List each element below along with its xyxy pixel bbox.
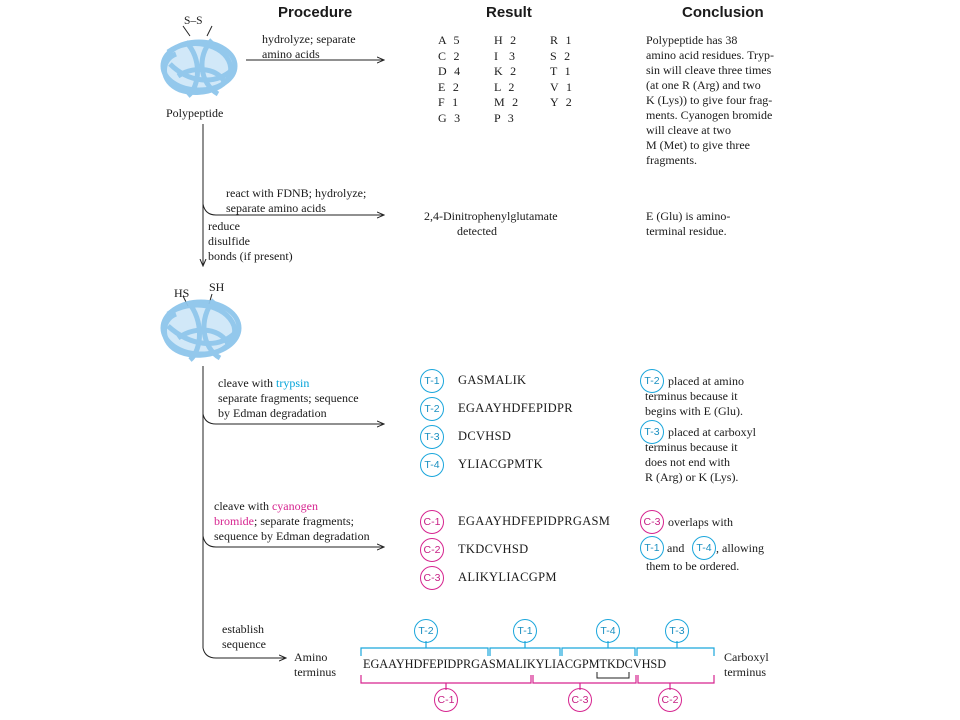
step4-conclusion-and: and (664, 541, 688, 555)
conclusion-badge-c3: C-3 (640, 510, 664, 534)
polypeptide-label: Polypeptide (166, 106, 224, 120)
composition-col3: R 1 S 2 T 1 V 1 Y 2 (550, 33, 573, 109)
fragment-t4: YLIACGPMTK (458, 457, 543, 471)
seq-badge-t1: T-1 (513, 619, 537, 643)
protein-bottom-shape (160, 298, 242, 362)
step4-procedure: cleave with cyanogen bromide; separate f… (214, 499, 370, 543)
step2-procedure: react with FDNB; hydrolyze; separate ami… (226, 186, 367, 215)
conclusion-badge-t1: T-1 (640, 536, 664, 560)
fragment-t3: DCVHSD (458, 429, 512, 443)
seq-badge-c3: C-3 (568, 688, 592, 712)
seq-badge-c1: C-1 (434, 688, 458, 712)
fragment-c3: ALIKYLIACGPM (458, 570, 557, 584)
step2-conclusion: E (Glu) is amino- terminal residue. (646, 209, 731, 238)
seq-badge-c2: C-2 (658, 688, 682, 712)
step1-procedure: hydrolyze; separate amino acids (262, 32, 356, 61)
seq-badge-t2: T-2 (414, 619, 438, 643)
final-sequence: EGAAYHDFEPIDPRGASMALIKYLIACGPMTKDCVHSD (363, 657, 667, 671)
step2-arrow (202, 203, 384, 215)
cyanogen-brackets (360, 675, 715, 690)
step4-conclusion-tail: , allowing (716, 541, 764, 555)
amino-terminus-label: Amino terminus (294, 650, 336, 679)
step3-conclusion1-first: placed at amino (665, 374, 744, 388)
trypsin-label: trypsin (275, 376, 310, 390)
procedure-header: Procedure (278, 4, 353, 21)
step4-arrow (202, 535, 384, 547)
fragment-c1: EGAAYHDFEPIDPRGASM (458, 514, 611, 528)
sh-label: SH (209, 280, 225, 294)
disulfide-label: S–S (184, 15, 203, 27)
badge-c2: C-2 (420, 538, 444, 562)
cyanogen-label: cyanogen (271, 499, 318, 513)
fragment-t2: EGAAYHDFEPIDPR (458, 401, 573, 415)
conclusion-badge-t4: T-4 (692, 536, 716, 560)
step1-conclusion: Polypeptide has 38 amino acid residues. … (646, 33, 774, 167)
bromide-label: bromide (214, 514, 254, 528)
seq-badge-t3: T-3 (665, 619, 689, 643)
fragment-t1: GASMALIK (458, 373, 527, 387)
hs-label: HS (174, 286, 190, 300)
badge-t4: T-4 (420, 453, 444, 477)
step5-arrow (202, 647, 286, 658)
composition-col2: H 2 I 3 K 2 L 2 M 2 P 3 (494, 33, 519, 125)
step4-conclusion-last: them to be ordered. (646, 559, 740, 573)
step3-conclusion2-first: placed at carboxyl (665, 425, 756, 439)
composition-col1: A 5 C 2 D 4 E 2 F 1 G 3 (438, 33, 461, 125)
badge-t2: T-2 (420, 397, 444, 421)
step5-procedure: establish sequence (222, 622, 266, 651)
reduce-label: reduce disulfide bonds (if present) (208, 219, 293, 263)
conclusion-badge-t3: T-3 (640, 420, 664, 444)
step3-conclusion1-rest: terminus because it begins with E (Glu). (645, 389, 743, 418)
step3-conclusion2-rest: terminus because it does not end with R … (645, 440, 739, 484)
badge-t1: T-1 (420, 369, 444, 393)
step3-arrow (202, 413, 384, 424)
badge-c3: C-3 (420, 566, 444, 590)
step3-procedure: cleave with trypsin separate fragments; … (218, 376, 359, 420)
carboxyl-terminus-label: Carboxyl terminus (724, 650, 769, 679)
badge-c1: C-1 (420, 510, 444, 534)
trypsin-brackets (360, 641, 715, 656)
protein-top-shape (160, 38, 238, 98)
step2-result: 2,4-Dinitrophenylglutamate detected (424, 209, 558, 238)
step4-conclusion-first: overlaps with (665, 515, 733, 529)
conclusion-header: Conclusion (682, 4, 764, 21)
result-header: Result (486, 4, 532, 21)
seq-badge-t4: T-4 (596, 619, 620, 643)
conclusion-badge-t2: T-2 (640, 369, 664, 393)
fragment-c2: TKDCVHSD (458, 542, 529, 556)
badge-t3: T-3 (420, 425, 444, 449)
